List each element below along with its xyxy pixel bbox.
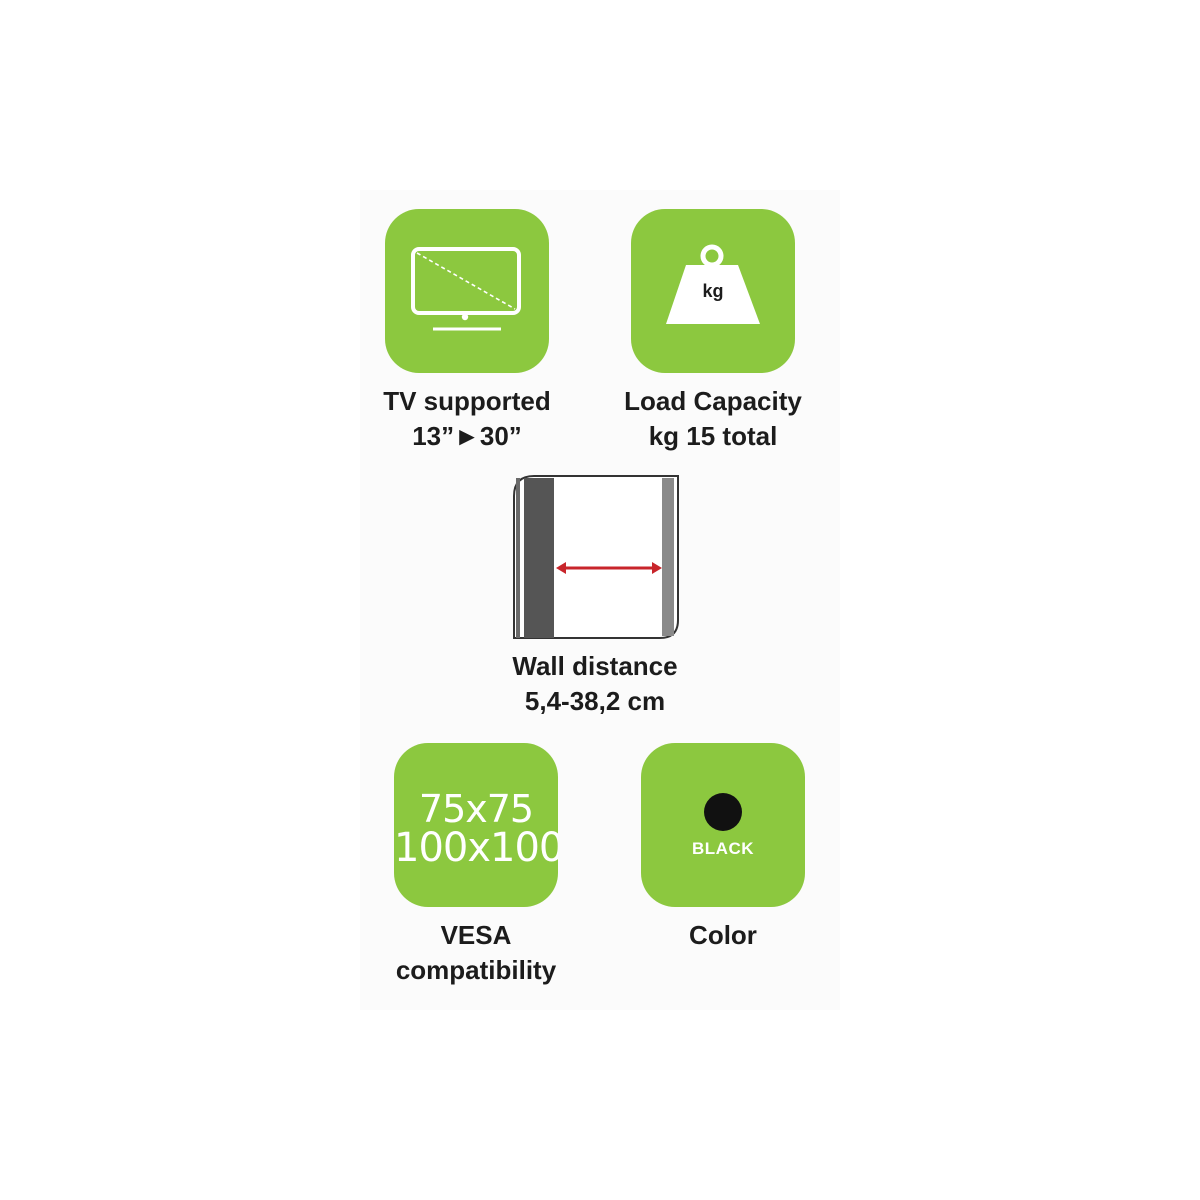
tv-icon [411, 247, 521, 331]
wall-distance-title: Wall distance [512, 651, 678, 681]
tv-supported-caption: TV supported 13”►30” [337, 384, 597, 454]
weight-icon [666, 244, 760, 324]
color-caption: Color [593, 918, 853, 953]
tv-supported-tile [385, 209, 549, 373]
vesa-title: VESA [440, 920, 512, 950]
color-tile: BLACK [641, 743, 805, 907]
load-capacity-title: Load Capacity [624, 386, 802, 416]
vesa-caption: VESA compatibility [346, 918, 606, 988]
wall-distance-icon [513, 475, 679, 639]
wall-distance-caption: Wall distance 5,4-38,2 cm [465, 649, 725, 719]
color-name: BLACK [692, 839, 754, 858]
tv-supported-title: TV supported [383, 386, 551, 416]
load-capacity-tile: kg [631, 209, 795, 373]
vesa-subtitle: compatibility [395, 955, 557, 985]
vesa-size-small: 75x75 [418, 787, 534, 831]
color-dot-icon [704, 793, 742, 831]
vesa-tile: 75x75 100x100 [394, 743, 558, 907]
tv-supported-range: 13”►30” [412, 421, 522, 451]
load-capacity-value: kg 15 total [648, 421, 778, 451]
wall-distance-value: 5,4-38,2 cm [524, 686, 666, 716]
load-capacity-caption: Load Capacity kg 15 total [583, 384, 843, 454]
vesa-size-large: 100x100 [394, 825, 558, 871]
weight-icon-label: kg [702, 281, 724, 301]
color-title: Color [689, 920, 757, 950]
